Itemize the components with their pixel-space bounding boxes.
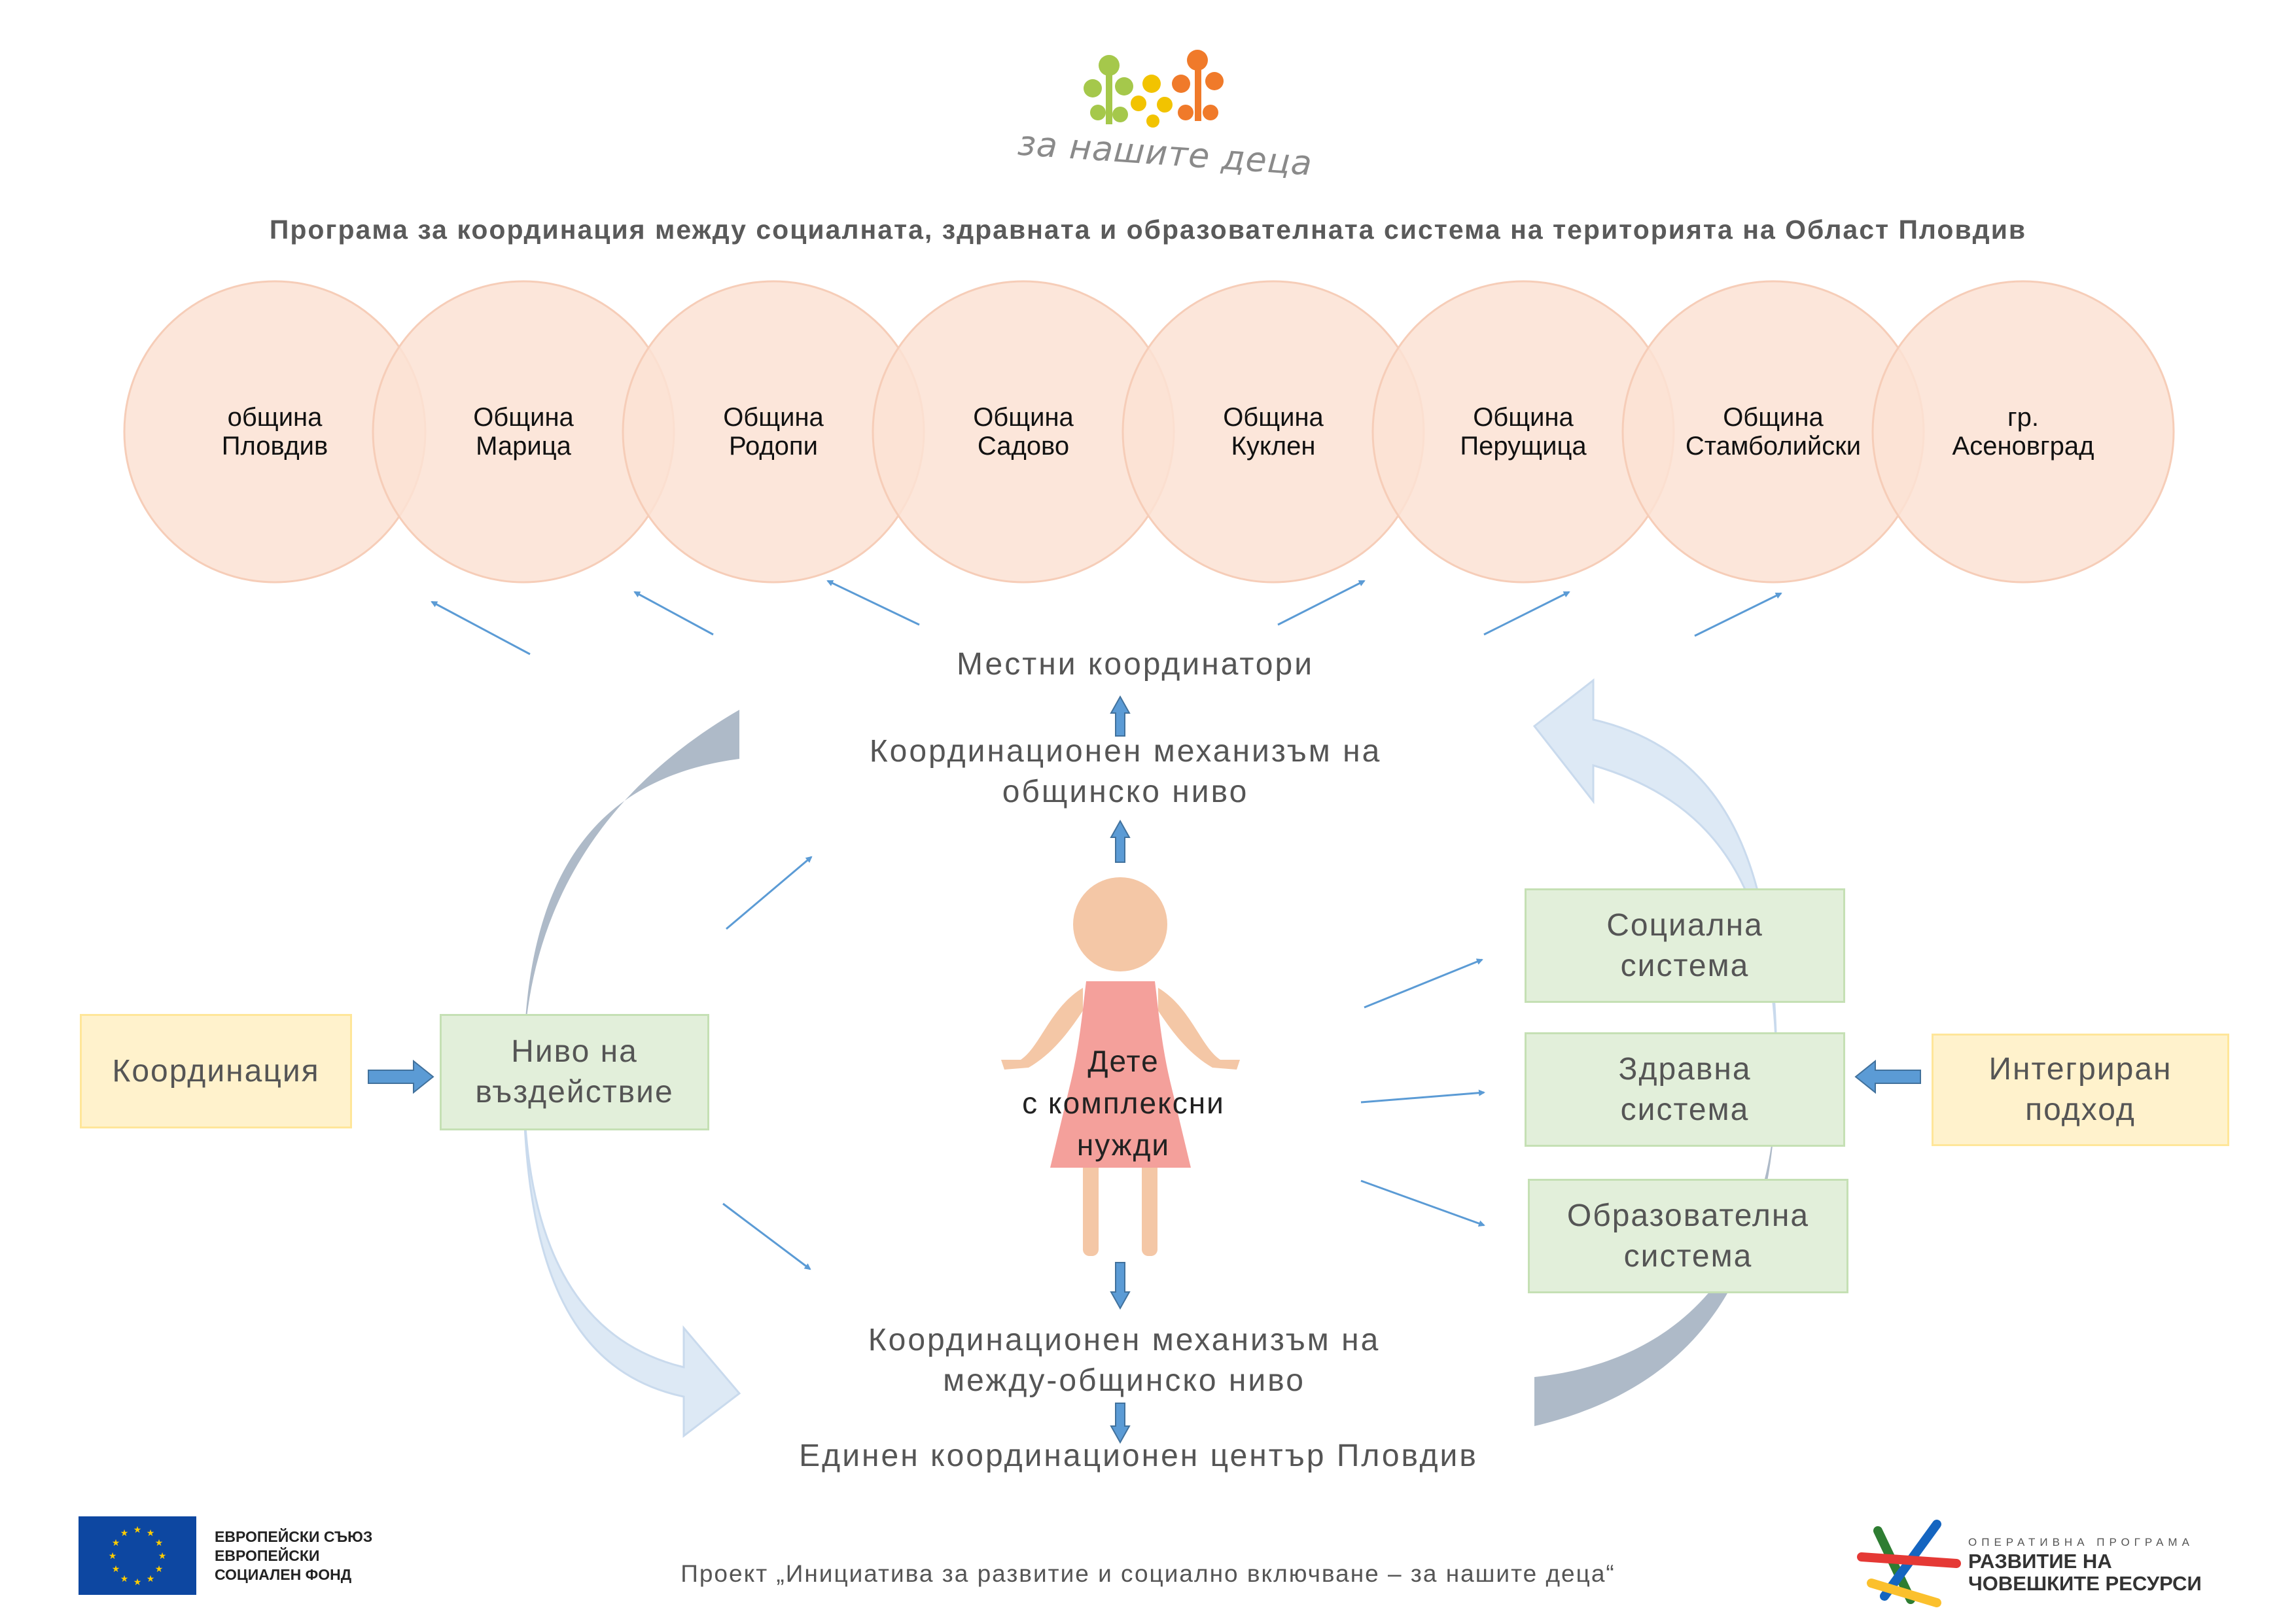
integrated-approach-line1: Интегриран (1988, 1052, 2172, 1087)
health-system-line2: система (1620, 1092, 1750, 1127)
child-label-line3: нужди (1076, 1128, 1171, 1162)
svg-text:★: ★ (112, 1564, 120, 1575)
op-logo-mark (1857, 1520, 1961, 1607)
svg-text:★: ★ (133, 1525, 142, 1535)
svg-text:★: ★ (120, 1528, 129, 1539)
education-system-line2: система (1623, 1238, 1753, 1274)
child-label: Дете с комплексни нужди (1006, 1040, 1241, 1166)
municipality-sadovo: Община Садово (919, 403, 1128, 461)
education-system-label: Образователна система (1567, 1196, 1809, 1277)
municipality-maritsa: Община Марица (419, 403, 628, 461)
municipal-mechanism-line1: Координационен механизъм на (869, 734, 1382, 769)
health-system-label: Здравна система (1618, 1049, 1751, 1130)
municipality-type: Община (1223, 403, 1324, 432)
municipality-asenovgrad: гр. Асеновград (1918, 403, 2128, 461)
svg-text:★: ★ (112, 1538, 120, 1548)
municipality-name: Асеновград (1952, 432, 2094, 461)
municipality-name: Стамболийски (1685, 432, 1862, 461)
child-label-line2: с комплексни (1022, 1086, 1225, 1120)
municipal-mechanism: Координационен механизъм на общинско нив… (870, 731, 1382, 812)
social-system-line2: система (1620, 948, 1750, 983)
intermunicipal-mechanism-line2: между-общинско ниво (943, 1363, 1305, 1398)
intermunicipal-mechanism-line1: Координационен механизъм на (868, 1323, 1381, 1357)
impact-level-line2: въздействие (475, 1075, 674, 1109)
op-label-name: РАЗВИТИЕ НА ЧОВЕШКИТЕ РЕСУРСИ (1968, 1550, 2202, 1595)
eu-fund-line2: ЕВРОПЕЙСКИ (215, 1547, 320, 1564)
svg-text:★: ★ (147, 1574, 155, 1584)
municipality-type: Община (723, 403, 824, 432)
municipality-name: Перущица (1460, 432, 1587, 461)
health-system-box: Здравна система (1525, 1032, 1845, 1147)
municipality-type: Община (473, 403, 574, 432)
svg-text:★: ★ (120, 1574, 129, 1584)
op-label-line3: ЧОВЕШКИТЕ РЕСУРСИ (1968, 1572, 2202, 1595)
education-system-line1: Образователна (1566, 1198, 1810, 1233)
municipality-rodopi: Община Родопи (669, 403, 878, 461)
municipality-circles (123, 280, 2175, 584)
municipality-type: Община (973, 403, 1074, 432)
integrated-arrow (1854, 1059, 1921, 1094)
svg-text:★: ★ (147, 1528, 155, 1539)
project-footer: Проект „Инициатива за развитие и социалн… (680, 1560, 1616, 1587)
municipality-name: Садово (977, 432, 1070, 461)
coordinator-arrows (431, 580, 1782, 655)
municipality-name: Родопи (729, 432, 818, 461)
local-coordinators: Местни координатори (957, 647, 1314, 682)
social-system-box: Социална система (1525, 888, 1845, 1003)
coordination-label: Координация (112, 1053, 320, 1089)
coordination-center: Единен координационен център Пловдив (799, 1439, 1478, 1473)
svg-text:★: ★ (109, 1551, 117, 1562)
vertical-block-arrows (1110, 695, 1131, 1444)
eu-flag: ★★★ ★★★ ★★★ ★★★ (79, 1516, 196, 1595)
social-system-label: Социална система (1606, 905, 1763, 986)
svg-text:★: ★ (158, 1551, 167, 1562)
child-label-line1: Дете (1087, 1044, 1159, 1078)
eu-fund-label: ЕВРОПЕЙСКИ СЪЮЗ ЕВРОПЕЙСКИ СОЦИАЛЕН ФОНД (215, 1527, 372, 1584)
impact-level-label: Ниво на въздействие (475, 1032, 673, 1113)
municipality-name: Марица (476, 432, 571, 461)
svg-text:★: ★ (155, 1538, 164, 1548)
municipality-perushtitsa: Община Перущица (1419, 403, 1628, 461)
child-figure (1001, 877, 1240, 1256)
municipality-type: гр. (2007, 403, 2039, 432)
municipality-type: Община (1723, 403, 1824, 432)
left-curved-arrow (522, 710, 741, 1439)
op-label-line2: РАЗВИТИЕ НА (1968, 1550, 2112, 1573)
integrated-approach-box: Интегриран подход (1932, 1034, 2229, 1146)
coordination-arrow (368, 1059, 434, 1094)
svg-text:★: ★ (133, 1577, 142, 1588)
op-label-top: ОПЕРАТИВНА ПРОГРАМА (1968, 1536, 2194, 1548)
integrated-approach-line2: подход (2025, 1092, 2136, 1127)
health-system-line1: Здравна (1618, 1051, 1752, 1087)
intermunicipal-mechanism: Координационен механизъм на между-общинс… (868, 1320, 1381, 1401)
impact-level-line1: Ниво на (511, 1034, 638, 1069)
page-title: Програма за координация между социалната… (269, 215, 2027, 245)
impact-level-box: Ниво на въздействие (440, 1014, 709, 1130)
eu-fund-line3: СОЦИАЛЕН ФОНД (215, 1566, 352, 1583)
education-system-box: Образователна система (1528, 1179, 1848, 1293)
municipality-plovdiv: община Пловдив (170, 403, 380, 461)
municipality-name: Куклен (1231, 432, 1316, 461)
municipality-kuklen: Община Куклен (1169, 403, 1378, 461)
municipality-type: Община (1473, 403, 1574, 432)
social-system-line1: Социална (1606, 907, 1763, 943)
svg-text:★: ★ (155, 1564, 164, 1575)
coordination-box: Координация (80, 1014, 352, 1128)
municipality-name: Пловдив (221, 432, 328, 461)
municipality-type: община (227, 403, 323, 432)
integrated-approach-label: Интегриран подход (1988, 1049, 2172, 1130)
project-logo (1084, 50, 1224, 128)
municipal-mechanism-line2: общинско ниво (1002, 775, 1249, 809)
center-arrows (722, 856, 1485, 1270)
eu-fund-line1: ЕВРОПЕЙСКИ СЪЮЗ (215, 1528, 373, 1545)
municipality-stamboliyski: Община Стамболийски (1669, 403, 1878, 461)
